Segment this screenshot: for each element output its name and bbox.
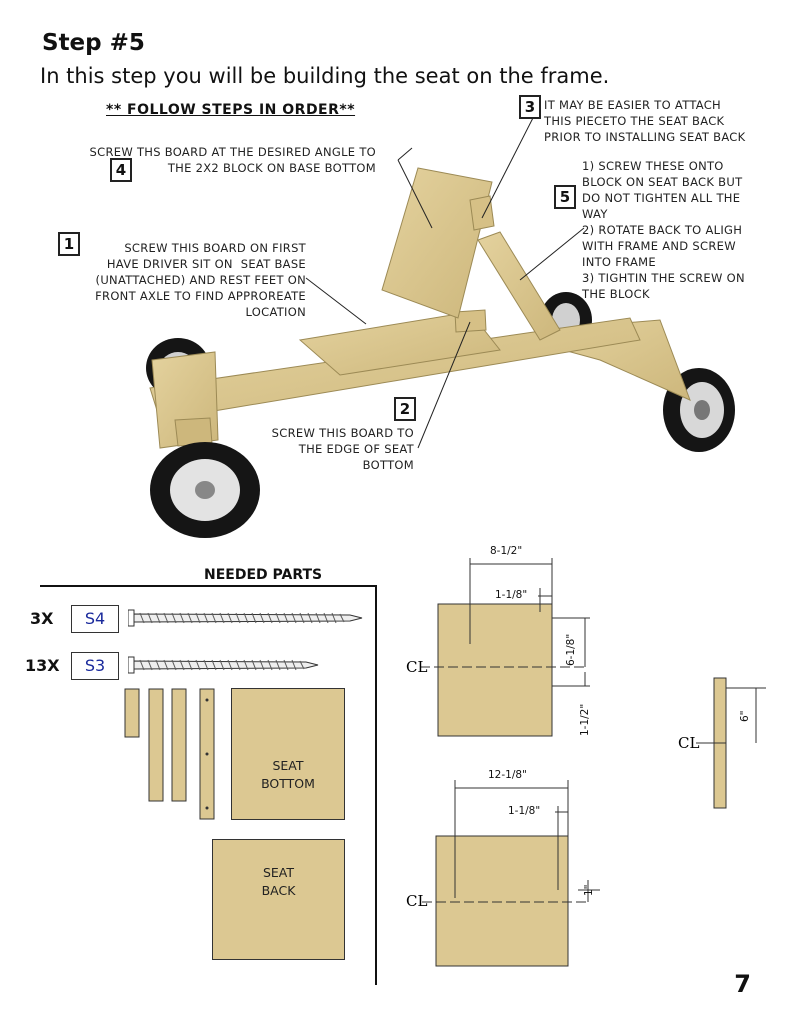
screw-s3-qty: 13X [25, 656, 60, 675]
centerline-symbol-strip: CL [678, 734, 699, 752]
callout-1-text: SCREW THIS BOARD ON FIRST HAVE DRIVER SI… [95, 241, 306, 319]
needed-parts-title: NEEDED PARTS [204, 567, 323, 583]
callout-3-badge: 3 [519, 95, 541, 119]
needed-parts-frame [40, 585, 377, 985]
dim-top-width: 8-1/2" [490, 545, 522, 557]
callout-4-badge: 4 [110, 158, 132, 182]
centerline-symbol-bottom: CL [406, 892, 427, 910]
follow-steps-note: ** FOLLOW STEPS IN ORDER** [106, 102, 356, 118]
front-wheel-right [150, 442, 260, 538]
seat-bottom-board: SEAT BOTTOM [231, 688, 345, 820]
dim-bottom-v: 1" [583, 884, 595, 896]
callout-3-text: IT MAY BE EASIER TO ATTACH THIS PIECETO … [544, 98, 746, 144]
screw-s4-qty: 3X [30, 609, 54, 628]
callout-2-text: SCREW THIS BOARD TO THE EDGE OF SEAT BOT… [271, 426, 414, 472]
step-subtitle: In this step you will be building the se… [40, 64, 610, 88]
dim-top-v1: 6-1/8" [565, 634, 577, 666]
dim-bottom-board [435, 835, 569, 967]
screw-s4-code: S4 [71, 605, 119, 633]
dim-bottom-offset: 1-1/8" [508, 805, 540, 817]
screw-s4-icon [128, 609, 363, 627]
dim-top-board [437, 603, 553, 737]
callout-2-badge: 2 [394, 397, 416, 421]
dim-top-v2: 1-1/2" [579, 704, 591, 736]
dim-bottom-width: 12-1/8" [488, 769, 527, 781]
screw-s3-icon [128, 656, 319, 674]
page-number: 7 [734, 970, 751, 998]
seat-bottom-label: SEAT BOTTOM [261, 758, 315, 791]
dim-top-offset: 1-1/8" [495, 589, 527, 601]
callout-1-badge: 1 [58, 232, 80, 256]
go-kart-illustration [146, 111, 735, 538]
step-title: Step #5 [42, 30, 145, 56]
callout-5-text: 1) SCREW THESE ONTO BLOCK ON SEAT BACK B… [582, 159, 745, 301]
wood-strips [124, 688, 215, 820]
centerline-symbol-top: CL [406, 658, 427, 676]
screw-s3-code: S3 [71, 652, 119, 680]
seat-back-board: SEAT BACK [212, 839, 345, 960]
seat-back-label: SEAT BACK [261, 865, 296, 898]
callout-4-text: SCREW THS BOARD AT THE DESIRED ANGLE TO … [89, 145, 376, 175]
dim-strip-v: 6" [739, 710, 751, 722]
callout-5-badge: 5 [554, 185, 576, 209]
dimension-drawings: 8-1/2" 1-1/8" 6-1/8" 1-1/2" CL 12-1/8" 1… [406, 545, 766, 967]
